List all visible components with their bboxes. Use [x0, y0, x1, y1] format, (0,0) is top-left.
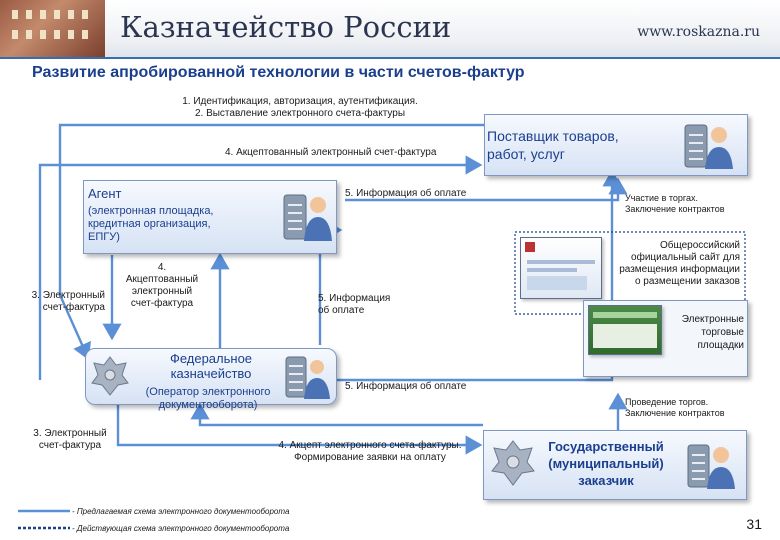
portal-screenshot: [520, 237, 602, 299]
agent-description: (электронная площадка,кредитная организа…: [88, 205, 214, 243]
legend-current: - Действующая схема электронного докумен…: [72, 524, 290, 533]
header-bar: [0, 0, 780, 58]
etp-screenshot: [588, 305, 662, 355]
flow-customer-to-treasury: [190, 402, 483, 427]
header-divider: [0, 57, 780, 59]
supplier-label: Поставщик товаров,работ, услуг: [487, 128, 619, 162]
server-user-icon: [285, 356, 330, 399]
page-number: 31: [746, 516, 762, 532]
step-1-label: 1. Идентификация, авторизация, аутентифи…: [182, 96, 418, 107]
agent-title: Агент: [88, 186, 122, 201]
treasury-building-photo: [0, 0, 105, 57]
brand-name: Казначейство России: [120, 10, 452, 44]
flow-payment-to-supplier: [335, 169, 622, 382]
step-2-label: 2. Выставление электронного счета-фактур…: [194, 108, 406, 119]
step-4-bottom-label: 4. Акцепт электронного счета-фактуры.Фор…: [278, 440, 462, 463]
site-url[interactable]: www.roskazna.ru: [637, 24, 760, 40]
state-emblem-icon: [491, 440, 535, 486]
customer-label: Государственный(муниципальный)заказчик: [548, 439, 664, 488]
agent-box[interactable]: Агент (электронная площадка,кредитная ор…: [83, 180, 337, 254]
legend-proposed: - Предлагаемая схема электронного докуме…: [72, 507, 290, 516]
flow-treasury-to-customer: [116, 405, 483, 455]
step-5-top-label: 5. Информация об оплате: [345, 188, 467, 199]
participation-note: Участие в торгах.Заключение контрактов: [625, 193, 725, 214]
tenders-note: Проведение торгов.Заключение контрактов: [625, 397, 725, 418]
flow-supplier-to-treasury: [58, 123, 485, 361]
slide-title: Развитие апробированной технологии в час…: [32, 64, 525, 81]
server-user-icon: [684, 124, 733, 169]
flow-treasury-to-supplier: [38, 155, 483, 380]
step-4-top-label: 4. Акцептованный электронный счет-фактур…: [225, 147, 437, 158]
server-user-icon: [283, 194, 332, 241]
supplier-box[interactable]: Поставщик товаров,работ, услуг: [484, 114, 748, 176]
server-user-icon: [687, 444, 735, 489]
customer-box[interactable]: Государственный(муниципальный)заказчик: [483, 430, 747, 500]
emblem-icon: [525, 242, 535, 252]
state-emblem-icon: [91, 356, 129, 396]
step-5-bottom-label: 5. Информация об оплате: [345, 381, 467, 392]
flow-agent-to-supplier: [345, 177, 628, 202]
